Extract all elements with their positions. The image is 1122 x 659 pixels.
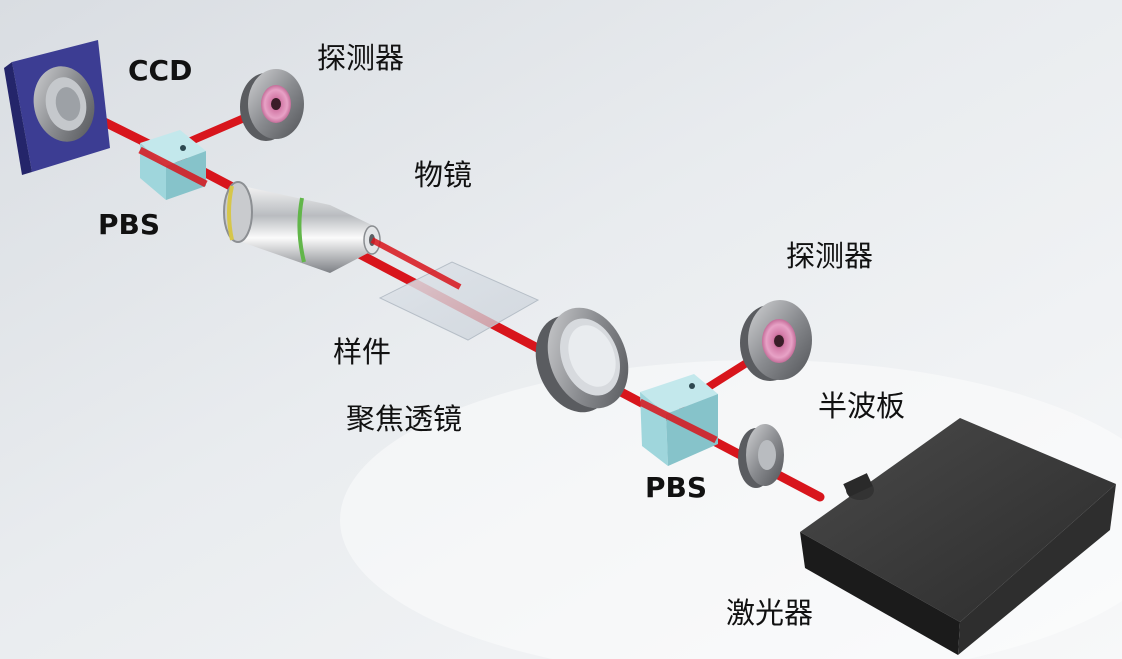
sample-slide [378,261,540,341]
label-sample: 样件 [333,335,392,369]
label-ccd: CCD [128,54,193,87]
laser-beam-overlay [138,146,718,444]
detector-right [740,300,812,381]
objective-lens [223,181,381,273]
label-laser: 激光器 [726,596,814,630]
label-half-wave-plate: 半波板 [818,389,906,423]
label-pbs-top: PBS [98,208,161,241]
half-wave-plate [738,424,784,488]
laser-box [800,418,1116,655]
label-detector-right: 探测器 [786,239,874,273]
focusing-lens [535,307,629,413]
label-pbs-bottom: PBS [645,471,708,504]
detector-top [240,69,304,141]
label-focusing-lens: 聚焦透镜 [346,402,463,436]
ccd-camera [4,40,110,175]
label-detector-top: 探测器 [317,41,405,75]
label-objective: 物镜 [414,158,473,192]
